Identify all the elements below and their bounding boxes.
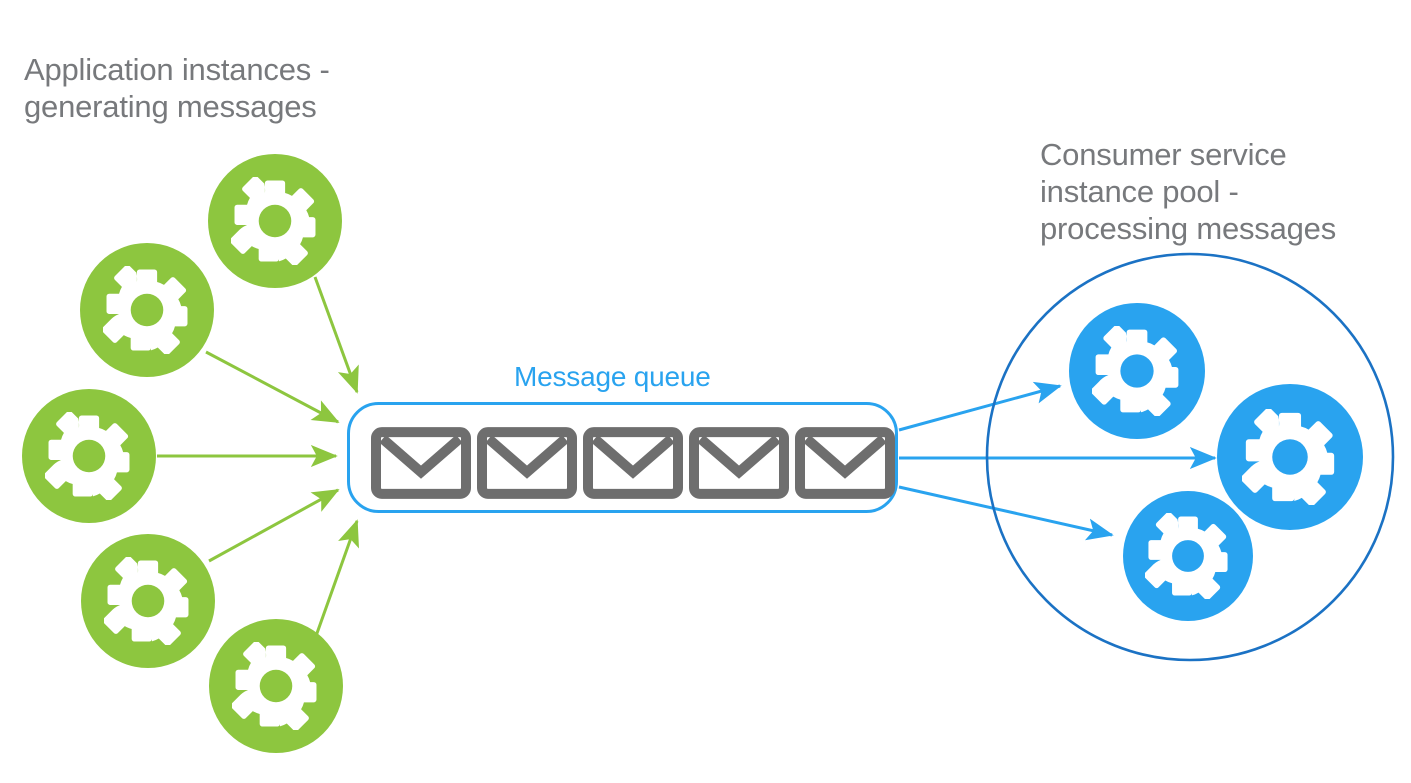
- producer-arrow-4: [208, 488, 340, 563]
- message-queue-label: Message queue: [514, 361, 711, 392]
- producer-arrow-1: [313, 276, 359, 394]
- producer-arrow-5: [314, 519, 359, 637]
- consumer-arrows: [898, 381, 1217, 541]
- consumer-arrow-1: [898, 381, 1062, 432]
- producer-gear-2[interactable]: [80, 243, 214, 377]
- producers-label-line2: generating messages: [24, 89, 317, 124]
- consumer-pool: [985, 252, 1395, 662]
- producer-gear-1[interactable]: [208, 154, 342, 288]
- producer-gear-group: [22, 154, 343, 753]
- consumers-label-line2: instance pool -: [1040, 174, 1239, 209]
- consumers-label-line3: processing messages: [1040, 211, 1336, 246]
- message-queue-box[interactable]: [347, 402, 898, 513]
- producer-arrow-2: [205, 350, 340, 424]
- consumer-pool-boundary: [985, 252, 1395, 662]
- producers-label-line1: Application instances -: [24, 52, 330, 87]
- consumers-label: Consumer service instance pool - process…: [1040, 137, 1336, 246]
- consumer-gear-3[interactable]: [1123, 491, 1253, 621]
- consumers-label-line1: Consumer service: [1040, 137, 1287, 172]
- consumer-gear-2[interactable]: [1217, 384, 1363, 530]
- consumer-gear-1[interactable]: [1069, 303, 1205, 439]
- producers-label: Application instances - generating messa…: [24, 52, 330, 124]
- producer-gear-5[interactable]: [209, 619, 343, 753]
- producer-gear-3[interactable]: [22, 389, 156, 523]
- consumer-arrow-3: [898, 485, 1114, 541]
- producer-arrows: [157, 276, 359, 637]
- producer-gear-4[interactable]: [81, 534, 215, 668]
